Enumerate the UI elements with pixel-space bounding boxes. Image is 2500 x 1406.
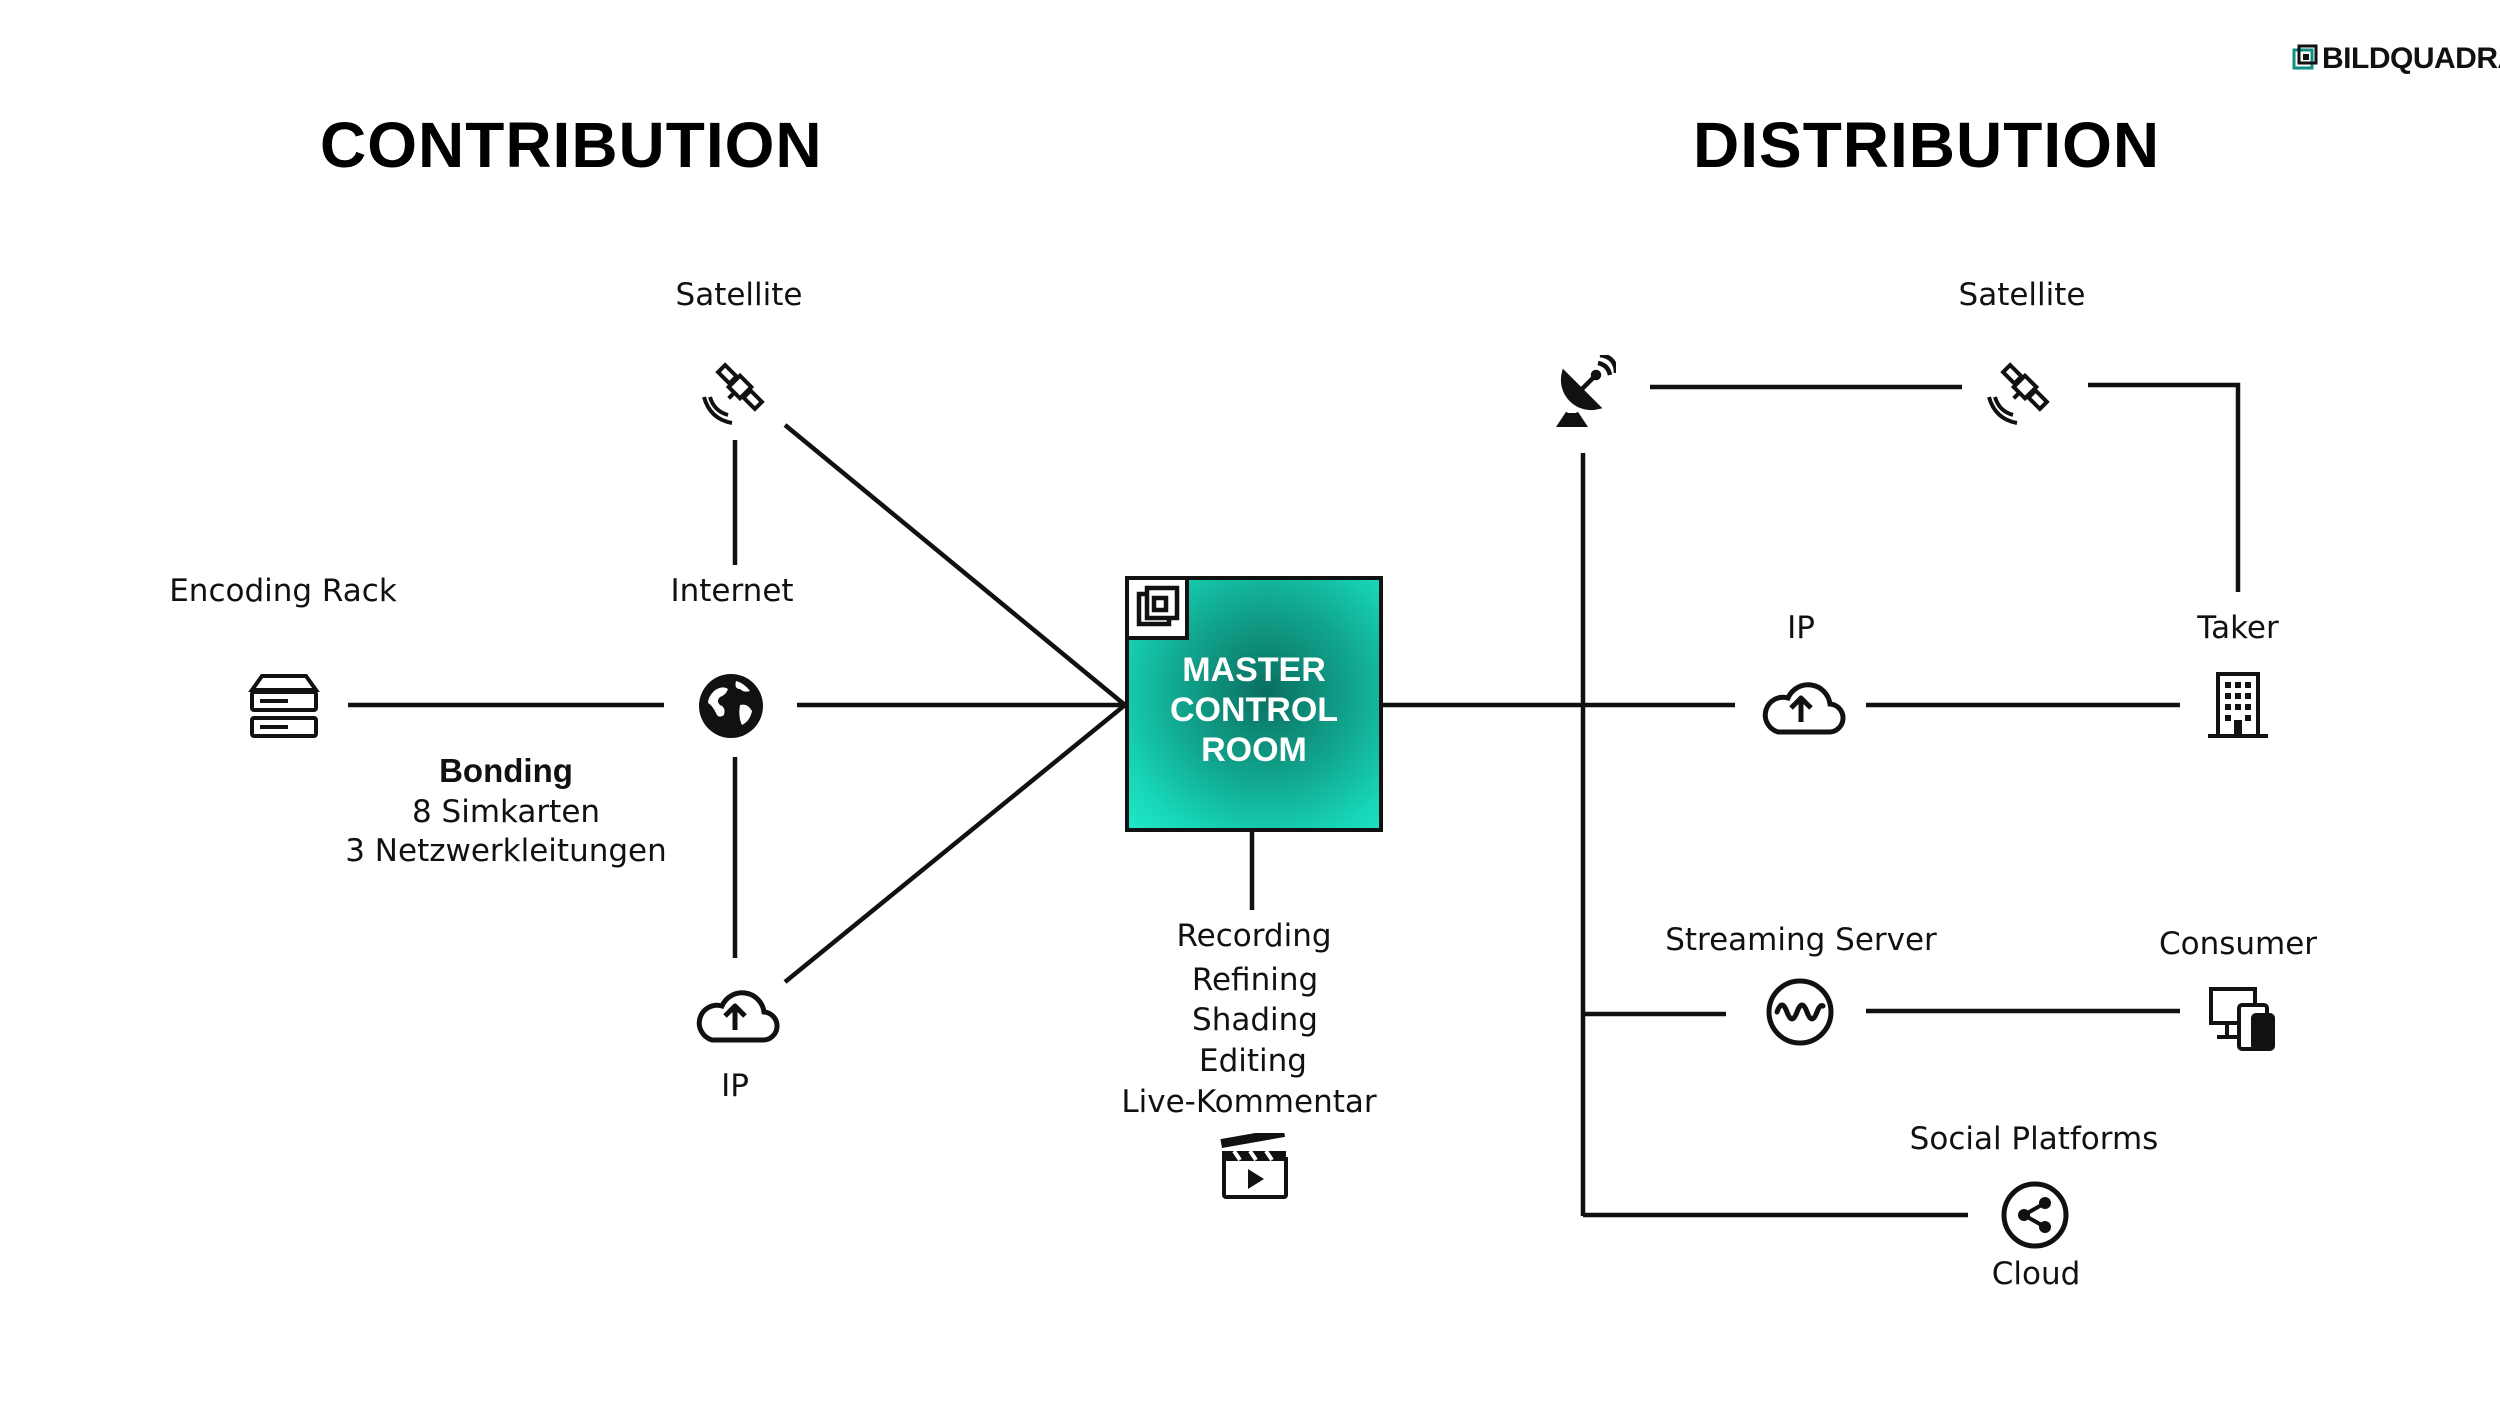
building-icon: [2206, 670, 2270, 745]
satellite-to-mcr-line: [783, 423, 1127, 707]
satellite-icon: [702, 355, 772, 430]
encoding-rack-label: Encoding Rack: [169, 573, 397, 609]
streaming-wave-icon: [1765, 977, 1835, 1052]
globe-icon: [696, 671, 766, 746]
distribution-satellite-label: Satellite: [1958, 277, 2086, 313]
mcr-line-room: ROOM: [1201, 731, 1307, 769]
bonding-title: Bonding: [439, 752, 573, 789]
server-rack-icon: [248, 672, 320, 745]
brand-logo-icon: [2292, 44, 2318, 75]
task-shading: Shading: [1192, 1002, 1318, 1038]
mcr-line-control: CONTROL: [1169, 691, 1339, 729]
devices-icon: [2207, 985, 2277, 1058]
contribution-ip-label: IP: [721, 1068, 749, 1104]
task-recording: Recording: [1176, 918, 1332, 954]
contribution-satellite-label: Satellite: [675, 277, 803, 313]
task-refining: Refining: [1191, 962, 1319, 998]
streaming-server-label: Streaming Server: [1665, 922, 1937, 958]
distribution-satellite-icon: [1987, 355, 2057, 430]
cloud-upload-icon: [690, 978, 780, 1053]
master-control-room: MASTER CONTROL ROOM: [1125, 576, 1383, 832]
mcr-line-master: MASTER: [1182, 651, 1326, 689]
clapperboard-icon: [1220, 1128, 1290, 1204]
bonding-network-lines: 3 Netzwerkleitungen: [345, 833, 667, 869]
cloud-label: Cloud: [1991, 1256, 2081, 1292]
contribution-heading: CONTRIBUTION: [320, 109, 823, 181]
ip-to-mcr-line: [783, 703, 1127, 984]
share-icon: [2000, 1180, 2070, 1255]
bonding-simcards: 8 Simkarten: [411, 794, 601, 830]
satellite-to-taker-line: [2088, 382, 2241, 592]
satellite-dish-icon: [1554, 352, 1619, 432]
consumer-label: Consumer: [2158, 926, 2318, 962]
task-editing: Editing: [1199, 1043, 1307, 1079]
taker-label: Taker: [2197, 610, 2279, 646]
mcr-logo-icon: [1129, 580, 1189, 640]
distribution-ip-label: IP: [1787, 610, 1815, 646]
task-live-kommentar: Live-Kommentar: [1121, 1084, 1377, 1120]
distribution-cloud-upload-icon: [1756, 670, 1846, 745]
social-platforms-label: Social Platforms: [1909, 1121, 2159, 1157]
distribution-heading: DISTRIBUTION: [1693, 109, 2161, 181]
internet-label: Internet: [670, 573, 794, 609]
brand-name: BILDQUADRAT: [2322, 42, 2500, 75]
